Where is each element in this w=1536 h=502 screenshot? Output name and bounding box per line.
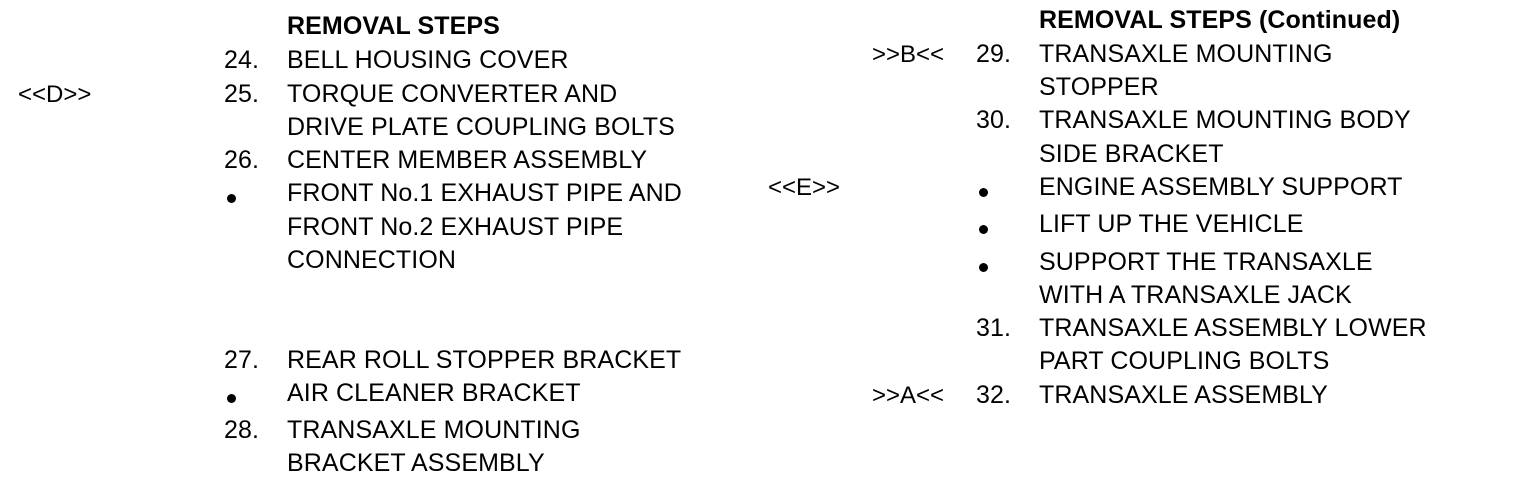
step-27-number: 27. — [224, 346, 260, 374]
step-30-text-line2: SIDE BRACKET — [1039, 140, 1224, 168]
step-32-number: 32. — [976, 381, 1012, 409]
step-25-number: 25. — [224, 80, 260, 108]
bullet-icon — [979, 225, 988, 234]
step-29-text-line2: STOPPER — [1039, 73, 1159, 101]
step-32-text: TRANSAXLE ASSEMBLY — [1039, 381, 1328, 409]
step-26-number: 26. — [224, 146, 260, 174]
step-25-text-line1: TORQUE CONVERTER AND — [287, 80, 618, 108]
step-29-number: 29. — [976, 40, 1012, 68]
exhaust-connection-text-line3: CONNECTION — [287, 246, 457, 274]
step-28-number: 28. — [224, 416, 260, 444]
step-24-text: BELL HOUSING COVER — [287, 46, 569, 74]
right-title: REMOVAL STEPS (Continued) — [1039, 6, 1401, 34]
step-28-text-line2: BRACKET ASSEMBLY — [287, 449, 545, 477]
step-31-number: 31. — [976, 314, 1012, 342]
bullet-icon — [979, 263, 988, 272]
lift-up-vehicle-text: LIFT UP THE VEHICLE — [1039, 210, 1304, 238]
step-30-number: 30. — [976, 106, 1012, 134]
step-25-text-line2: DRIVE PLATE COUPLING BOLTS — [287, 113, 675, 141]
bullet-icon — [227, 394, 236, 403]
bullet-icon — [979, 188, 988, 197]
step-28-text-line1: TRANSAXLE MOUNTING — [287, 416, 581, 444]
ref-mark-e: <<E>> — [768, 174, 841, 201]
support-transaxle-text-line2: WITH A TRANSAXLE JACK — [1039, 281, 1352, 309]
exhaust-connection-text-line1: FRONT No.1 EXHAUST PIPE AND — [287, 179, 682, 207]
step-31-text-line1: TRANSAXLE ASSEMBLY LOWER — [1039, 314, 1427, 342]
step-31-text-line2: PART COUPLING BOLTS — [1039, 347, 1330, 375]
ref-mark-d: <<D>> — [18, 81, 92, 108]
step-30-text-line1: TRANSAXLE MOUNTING BODY — [1039, 106, 1411, 134]
exhaust-connection-text-line2: FRONT No.2 EXHAUST PIPE — [287, 213, 624, 241]
left-title: REMOVAL STEPS — [287, 12, 500, 40]
engine-assembly-support-text: ENGINE ASSEMBLY SUPPORT — [1039, 173, 1403, 201]
step-26-text: CENTER MEMBER ASSEMBLY — [287, 146, 648, 174]
ref-mark-b: >>B<< — [872, 41, 945, 68]
step-29-text-line1: TRANSAXLE MOUNTING — [1039, 40, 1333, 68]
step-24-number: 24. — [224, 46, 260, 74]
support-transaxle-text-line1: SUPPORT THE TRANSAXLE — [1039, 248, 1373, 276]
step-27-text: REAR ROLL STOPPER BRACKET — [287, 346, 682, 374]
air-cleaner-bracket-text: AIR CLEANER BRACKET — [287, 379, 581, 407]
ref-mark-a: >>A<< — [872, 382, 945, 409]
bullet-icon — [227, 194, 236, 203]
